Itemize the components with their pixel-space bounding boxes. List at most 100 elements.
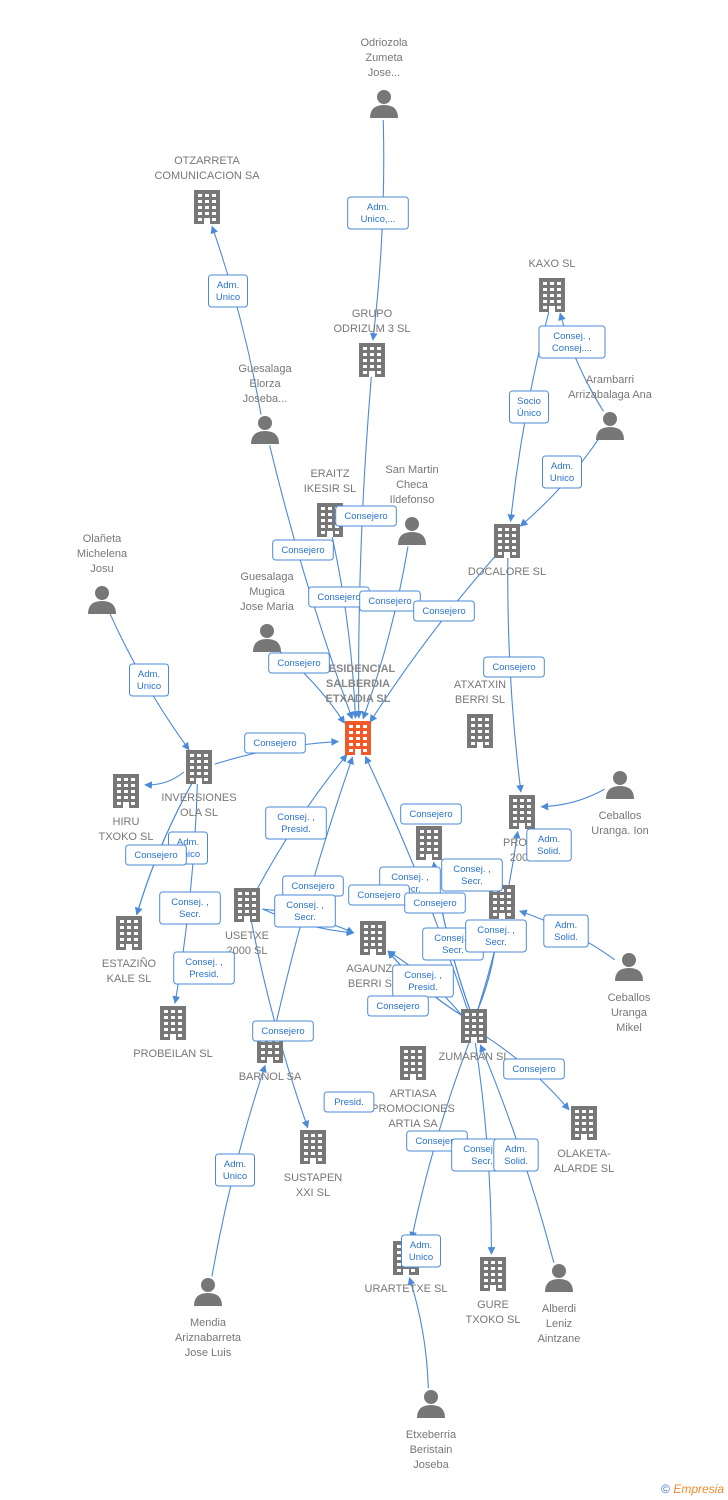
node-label: Jose...: [368, 67, 400, 79]
edge-label[interactable]: Consejero: [367, 995, 429, 1017]
edge-label[interactable]: Consej. ,Presid.: [265, 806, 327, 840]
edge-label[interactable]: Consej. ,Consej....: [538, 325, 606, 359]
edge-label[interactable]: Consej. ,Secr.: [465, 919, 527, 953]
node-probeilan[interactable]: PROBEILAN SL: [133, 1006, 213, 1060]
edge-label[interactable]: Consejero: [282, 875, 344, 897]
edge-guesalaga_elorza-otzarreta: [210, 225, 262, 415]
edge-label[interactable]: Consejero: [125, 844, 187, 866]
edge-label[interactable]: Consej. ,Secr.: [274, 894, 336, 928]
edge-label[interactable]: Adm.Solid.: [543, 914, 589, 948]
edge-label[interactable]: Consejero: [413, 600, 475, 622]
edge-label-box: [538, 325, 606, 359]
node-label: Joseba: [413, 1459, 449, 1471]
edge-label-text: Consej. ,: [477, 925, 515, 936]
edge-label[interactable]: Consej. ,Secr.: [441, 858, 503, 892]
edge-label[interactable]: Adm.Unico: [208, 274, 248, 308]
edge-label[interactable]: Consejero: [483, 656, 545, 678]
edge-label[interactable]: Adm.Solid.: [493, 1138, 539, 1172]
edge-label[interactable]: Adm.Unico: [401, 1234, 441, 1268]
edge-label[interactable]: Adm.Unico: [129, 663, 169, 697]
edge-label-text: Consejero: [277, 658, 320, 669]
node-label: Zumeta: [365, 52, 403, 64]
edge-label-text: Unico: [550, 473, 574, 484]
node-label: Alberdi: [542, 1303, 576, 1315]
person-icon: [417, 1390, 445, 1418]
edge-label-text: Adm.: [138, 669, 160, 680]
node-label: PROMOCIONES: [371, 1103, 455, 1115]
person-icon: [253, 624, 281, 652]
edge-label-text: Adm.: [217, 280, 239, 291]
edge-label[interactable]: Consejero: [335, 505, 397, 527]
node-label: Josu: [90, 563, 113, 575]
edge-label[interactable]: Presid.: [323, 1091, 375, 1113]
edge-label-text: Consejero: [134, 850, 177, 861]
node-label: Joseba...: [243, 393, 288, 405]
edge-label[interactable]: Adm.Unico: [542, 455, 582, 489]
edge-ceballos_ion-prote: [540, 788, 605, 811]
edge-label[interactable]: Consejero: [272, 539, 334, 561]
edge-label-text: Consej. ,: [453, 864, 491, 875]
person-icon: [251, 416, 279, 444]
edge-label-box: [465, 919, 527, 953]
edge-label-text: Secr.: [461, 876, 483, 887]
node-label: DOCALORE SL: [468, 566, 546, 578]
edge-label[interactable]: Consejero: [359, 590, 421, 612]
edge-label[interactable]: Consejero: [348, 884, 410, 906]
node-kaxo[interactable]: KAXO SL: [528, 258, 576, 312]
edge-label[interactable]: Consej. ,Presid.: [173, 951, 235, 985]
edge-label[interactable]: Consejero: [400, 803, 462, 825]
edge-label[interactable]: Adm.Solid.: [526, 828, 572, 862]
edge-label[interactable]: Consejero: [404, 892, 466, 914]
node-guesalaga_elorza[interactable]: GuesalagaElorzaJoseba...: [238, 363, 292, 444]
edge-label[interactable]: Adm.Unico,...: [347, 196, 409, 230]
node-odriozola[interactable]: OdriozolaZumetaJose...: [360, 37, 408, 118]
node-docalore[interactable]: DOCALORE SL: [468, 524, 546, 578]
edge-label[interactable]: Consejero: [268, 652, 330, 674]
node-label: USETXE: [225, 930, 269, 942]
credit[interactable]: © Empresia: [661, 1482, 724, 1496]
edge-label[interactable]: Consejero: [244, 732, 306, 754]
edge-label[interactable]: Consejero: [503, 1058, 565, 1080]
edge-label[interactable]: Consej. ,Presid.: [392, 964, 454, 998]
node-olaketa[interactable]: OLAKETA-ALARDE SL: [554, 1106, 615, 1175]
node-zumaran[interactable]: ZUMARAN SL: [439, 1009, 510, 1063]
edge-label[interactable]: Consej. ,Secr.: [159, 891, 221, 925]
person-icon: [88, 586, 116, 614]
node-label: INVERSIONES: [161, 792, 236, 804]
edge-label-text: Consej. ,: [277, 812, 315, 823]
edge-label-box: [526, 828, 572, 862]
edge-label-text: Presid.: [189, 969, 219, 980]
edge-label[interactable]: Adm.Unico: [215, 1153, 255, 1187]
edge-label-text: Secr.: [471, 1156, 493, 1167]
edge-label[interactable]: Consejero: [252, 1020, 314, 1042]
edge-label-text: Unico: [223, 1171, 247, 1182]
edge-guesalaga_elorza-center: [269, 445, 354, 720]
edge-docalore-center: [369, 553, 498, 723]
node-mid_building[interactable]: [416, 826, 442, 860]
